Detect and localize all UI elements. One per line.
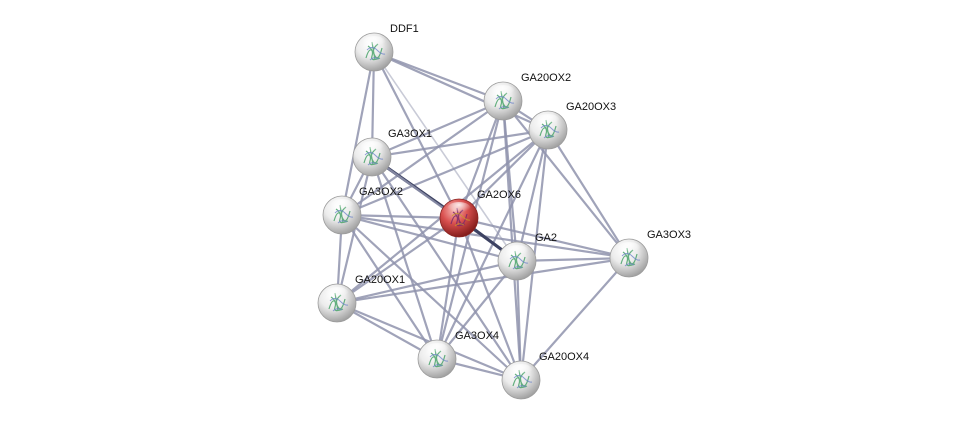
edge-ga20ox3-ga2ox6 xyxy=(457,128,550,220)
node-highlight xyxy=(330,199,354,213)
protein-structure-icon xyxy=(508,250,526,270)
edge-ga3ox3-ga20ox4 xyxy=(519,256,631,382)
edge-ga2ox6-ga3ox3 xyxy=(457,216,631,260)
node-label: GA2 xyxy=(535,232,557,244)
edge-ga2ox6-ga3ox4 xyxy=(435,216,461,361)
edge-ga3ox2-ga2ox6 xyxy=(340,213,461,220)
edge-ga2-ga20ox1 xyxy=(335,259,519,305)
edge-ga20ox3-ga2 xyxy=(515,128,550,263)
node-highlight xyxy=(617,242,641,256)
node-ddf1[interactable]: DDF1 xyxy=(354,23,419,72)
edge-ga3ox2-ga20ox4 xyxy=(340,213,523,382)
node-label: GA20OX1 xyxy=(355,274,405,286)
protein-structure-icon xyxy=(365,41,383,61)
node-ga3ox1[interactable]: GA3OX1 xyxy=(352,128,432,177)
protein-structure-icon xyxy=(363,146,381,166)
node-highlight xyxy=(325,287,349,301)
protein-structure-icon xyxy=(328,292,346,312)
edge-ga20ox2-ga3ox2 xyxy=(340,99,505,217)
node-highlight xyxy=(425,343,449,357)
edge-ga20ox3-ga3ox3 xyxy=(546,128,631,260)
protein-structure-icon xyxy=(494,90,512,110)
node-highlight xyxy=(536,114,560,128)
node-ga2[interactable]: GA2 xyxy=(497,232,557,281)
protein-structure-icon xyxy=(512,369,530,389)
edge-ddf1-ga20ox3 xyxy=(372,50,550,132)
node-label: GA20OX2 xyxy=(521,72,571,84)
node-ga3ox4[interactable]: GA3OX4 xyxy=(417,330,499,379)
edge-ga3ox1-ga20ox4 xyxy=(370,155,523,382)
protein-structure-icon xyxy=(333,204,351,224)
edge-ga3ox2-ga3ox4 xyxy=(340,213,439,361)
edge-ga20ox2-ga3ox1 xyxy=(370,99,505,159)
node-label: GA3OX3 xyxy=(647,229,691,241)
protein-structure-icon xyxy=(428,348,446,368)
edge-ga3ox1-ga3ox4 xyxy=(370,155,439,361)
edge-ga20ox3-ga3ox2 xyxy=(340,128,550,217)
node-label: GA20OX3 xyxy=(566,101,616,113)
node-highlight xyxy=(362,36,386,50)
node-highlight xyxy=(505,245,529,259)
node-ga3ox3[interactable]: GA3OX3 xyxy=(609,229,691,278)
node-highlight xyxy=(509,364,533,378)
node-ga20ox2[interactable]: GA20OX2 xyxy=(483,72,571,121)
edge-ga2ox6-ga20ox1 xyxy=(335,216,461,305)
node-ga20ox3[interactable]: GA20OX3 xyxy=(528,101,616,150)
protein-structure-icon xyxy=(539,119,557,139)
node-highlight xyxy=(360,141,384,155)
node-label: GA3OX2 xyxy=(359,186,403,198)
edge-ddf1-ga2ox6 xyxy=(372,50,461,220)
node-ga20ox1[interactable]: GA20OX1 xyxy=(317,274,405,323)
edge-ga20ox2-ga3ox3 xyxy=(501,99,631,260)
node-highlight xyxy=(491,85,515,99)
edge-ddf1-ga3ox2 xyxy=(340,50,376,217)
node-label: DDF1 xyxy=(390,23,419,35)
edge-ga2-ga20ox4 xyxy=(515,259,523,382)
edge-ga3ox1-ga20ox1 xyxy=(335,155,374,305)
protein-structure-icon xyxy=(620,247,638,267)
edge-ga3ox3-ga20ox1 xyxy=(335,256,631,305)
node-ga20ox4[interactable]: GA20OX4 xyxy=(501,351,589,400)
edge-ga20ox2-ga2ox6 xyxy=(457,99,505,220)
node-label: GA3OX4 xyxy=(455,330,499,342)
node-ga3ox2[interactable]: GA3OX2 xyxy=(322,186,403,235)
node-label: GA3OX1 xyxy=(388,128,432,140)
edge-ga2ox6-ga20ox4 xyxy=(457,216,523,382)
edge-ddf1-ga20ox2 xyxy=(372,50,505,103)
node-highlight xyxy=(447,202,471,216)
edge-ga20ox3-ga3ox1 xyxy=(370,128,550,159)
node-label: GA20OX4 xyxy=(539,351,589,363)
node-label: GA2OX6 xyxy=(477,189,521,201)
node-ga2ox6[interactable]: GA2OX6 xyxy=(439,189,521,238)
protein-structure-icon xyxy=(450,207,468,227)
